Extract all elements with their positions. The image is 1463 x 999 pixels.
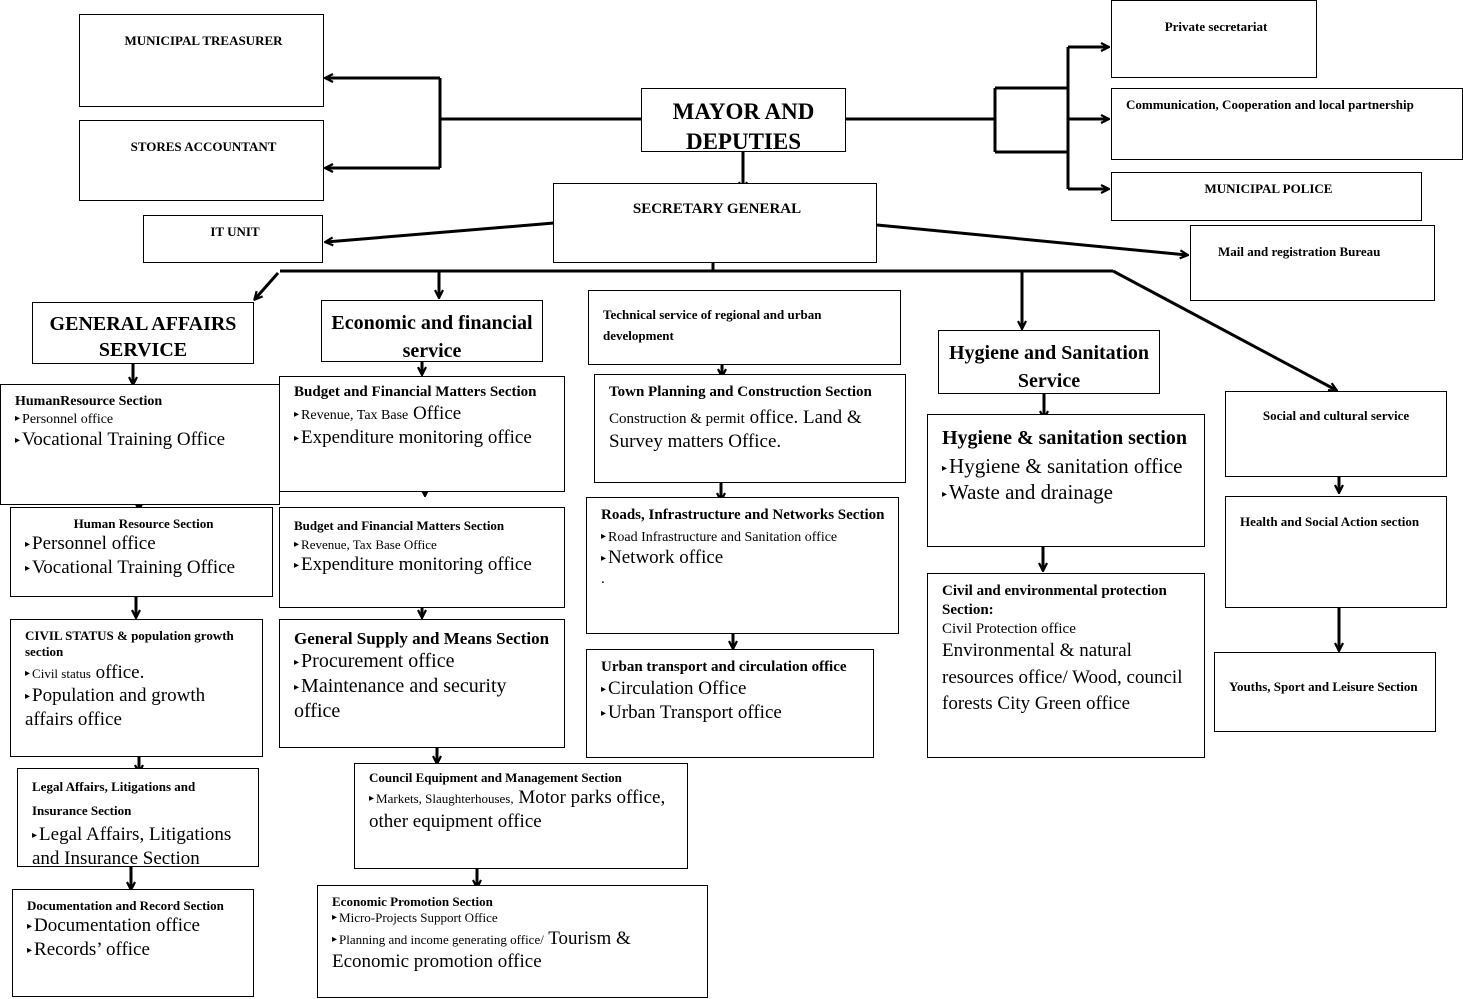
hygiene-section-item-1: ▸Hygiene & sanitation office (942, 454, 1183, 478)
urban-transport-item-2: ▸Urban Transport office (601, 701, 782, 723)
health-social-label: Health and Social Action section (1240, 514, 1420, 529)
technical-service-label: Technical service of regional and urban … (603, 307, 822, 343)
civil-status-title: CIVIL STATUS & population growth section (25, 628, 234, 660)
stores-accountant-box: STORES ACCOUNTANT (79, 120, 324, 201)
mail-bureau-box: Mail and registration Bureau (1190, 225, 1435, 301)
general-affairs-service-label: GENERAL AFFAIRS SERVICE (49, 313, 237, 361)
budget-section-1-item-2: ▸Expenditure monitoring office (294, 426, 532, 448)
roads-section-title: Roads, Infrastructure and Networks Secti… (601, 507, 885, 523)
hr-section-1-item-2: ▸Vocational Training Office (15, 429, 226, 450)
economic-promotion-item-1: ▸Micro-Projects Support Office (332, 910, 498, 926)
civil-environmental-box: Civil and environmental protection Secti… (927, 573, 1205, 758)
hr-section-2-item-1: ▸Personnel office (25, 533, 156, 555)
legal-affairs-box: Legal Affairs, Litigations and Insurance… (17, 768, 259, 867)
budget-section-2-box: Budget and Financial Matters Section ▸Re… (279, 507, 565, 608)
urban-transport-box: Urban transport and circulation office ▸… (586, 649, 874, 758)
council-equipment-box: Council Equipment and Management Section… (354, 763, 688, 869)
roads-section-trailer: . (601, 571, 605, 587)
social-cultural-service-box: Social and cultural service (1225, 391, 1447, 477)
arrow-to-it (326, 221, 555, 242)
hr-section-1-title: HumanResource Section (15, 394, 163, 409)
economic-promotion-box: Economic Promotion Section ▸Micro-Projec… (317, 885, 708, 998)
town-planning-text: Construction & permit office. Land & Sur… (609, 406, 862, 452)
budget-section-2-title: Budget and Financial Matters Section (294, 518, 505, 533)
civil-environmental-line-1: Civil Protection office (942, 620, 1076, 637)
it-unit-box: IT UNIT (143, 215, 323, 263)
hygiene-service-box: Hygiene and Sanitation Service (938, 330, 1160, 394)
hygiene-section-title: Hygiene & sanitation section (942, 427, 1187, 449)
general-supply-item-2: ▸Maintenance and security office (294, 675, 507, 723)
hr-section-2-box: Human Resource Section ▸Personnel office… (10, 507, 273, 597)
municipal-police-box: MUNICIPAL POLICE (1111, 172, 1422, 221)
health-social-box: Health and Social Action section (1225, 496, 1447, 608)
documentation-item-2: ▸Records’ office (27, 939, 150, 960)
documentation-box: Documentation and Record Section ▸Docume… (12, 889, 254, 997)
municipal-treasurer-label: MUNICIPAL TREASURER (124, 33, 283, 48)
hr-section-1-box: HumanResource Section ▸Personnel office … (0, 384, 280, 505)
economic-promotion-item-2: ▸Planning and income generating office/ … (332, 927, 631, 973)
budget-section-2-item-2: ▸Expenditure monitoring office (294, 554, 532, 576)
legal-affairs-item-1: ▸Legal Affairs, Litigations and Insuranc… (32, 824, 232, 867)
budget-section-2-item-1: ▸Revenue, Tax Base Office (294, 536, 437, 552)
documentation-title: Documentation and Record Section (27, 898, 224, 913)
civil-environmental-title: Civil and environmental protection Secti… (942, 583, 1167, 618)
stores-accountant-label: STORES ACCOUNTANT (130, 139, 277, 154)
arrow-to-general-affairs (255, 272, 280, 299)
budget-section-1-box: Budget and Financial Matters Section ▸Re… (279, 376, 565, 492)
civil-status-item-2: ▸Population and growth affairs office (25, 685, 206, 730)
communication-box: Communication, Cooperation and local par… (1111, 88, 1463, 160)
general-supply-item-1: ▸Procurement office (294, 650, 455, 673)
municipal-treasurer-box: MUNICIPAL TREASURER (79, 14, 324, 107)
town-planning-box: Town Planning and Construction Section C… (594, 374, 906, 483)
roads-section-item-2: ▸Network office (601, 547, 724, 569)
hygiene-section-item-2: ▸Waste and drainage (942, 480, 1113, 505)
hr-section-2-title: Human Resource Section (73, 516, 214, 531)
hr-section-1-item-1: ▸Personnel office (15, 411, 114, 427)
communication-label: Communication, Cooperation and local par… (1126, 97, 1414, 112)
economic-promotion-title: Economic Promotion Section (332, 894, 493, 909)
youths-sport-box: Youths, Sport and Leisure Section (1214, 652, 1436, 732)
arrow-to-social (1112, 269, 1336, 390)
council-equipment-item-1: ▸Markets, Slaughterhouses, Motor parks o… (369, 787, 666, 832)
budget-section-1-item-1: ▸Revenue, Tax Base Office (294, 402, 462, 424)
mayor-box: MAYOR AND DEPUTIES (641, 88, 846, 152)
economic-service-label: Economic and financial service (331, 312, 533, 362)
roads-section-box: Roads, Infrastructure and Networks Secti… (586, 497, 899, 634)
hr-section-2-item-2: ▸Vocational Training Office (25, 557, 236, 578)
civil-status-item-1: ▸Civil status office. (25, 661, 145, 683)
youths-sport-label: Youths, Sport and Leisure Section (1229, 679, 1418, 694)
legal-affairs-title: Legal Affairs, Litigations and Insurance… (32, 779, 196, 819)
arrow-to-mail (876, 223, 1187, 255)
mail-bureau-label: Mail and registration Bureau (1218, 244, 1381, 259)
civil-environmental-line-2: Environmental & natural resources office… (942, 640, 1183, 715)
secretary-general-label: SECRETARY GENERAL (632, 201, 802, 217)
social-cultural-service-label: Social and cultural service (1262, 408, 1410, 423)
budget-section-1-title: Budget and Financial Matters Section (294, 384, 537, 400)
general-supply-title: General Supply and Means Section (294, 629, 550, 648)
urban-transport-item-1: ▸Circulation Office (601, 677, 747, 699)
private-secretariat-label: Private secretariat (1164, 19, 1268, 34)
council-equipment-title: Council Equipment and Management Section (369, 770, 622, 785)
urban-transport-title: Urban transport and circulation office (601, 659, 847, 675)
municipal-police-label: MUNICIPAL POLICE (1204, 181, 1333, 196)
general-supply-box: General Supply and Means Section ▸Procur… (279, 619, 565, 748)
it-unit-label: IT UNIT (210, 224, 260, 239)
hygiene-service-label: Hygiene and Sanitation Service (948, 342, 1150, 392)
town-planning-title: Town Planning and Construction Section (609, 384, 872, 400)
roads-section-item-1: ▸Road Infrastructure and Sanitation offi… (601, 529, 838, 545)
secretary-general-box: SECRETARY GENERAL (553, 183, 877, 263)
technical-service-box: Technical service of regional and urban … (588, 290, 901, 365)
general-affairs-service-box: GENERAL AFFAIRS SERVICE (32, 302, 254, 364)
civil-status-box: CIVIL STATUS & population growth section… (10, 619, 263, 757)
economic-service-box: Economic and financial service (321, 300, 543, 362)
hygiene-section-box: Hygiene & sanitation section ▸Hygiene & … (927, 414, 1205, 547)
documentation-item-1: ▸Documentation office (27, 915, 200, 937)
private-secretariat-box: Private secretariat (1111, 0, 1317, 78)
mayor-label: MAYOR AND DEPUTIES (672, 99, 815, 152)
